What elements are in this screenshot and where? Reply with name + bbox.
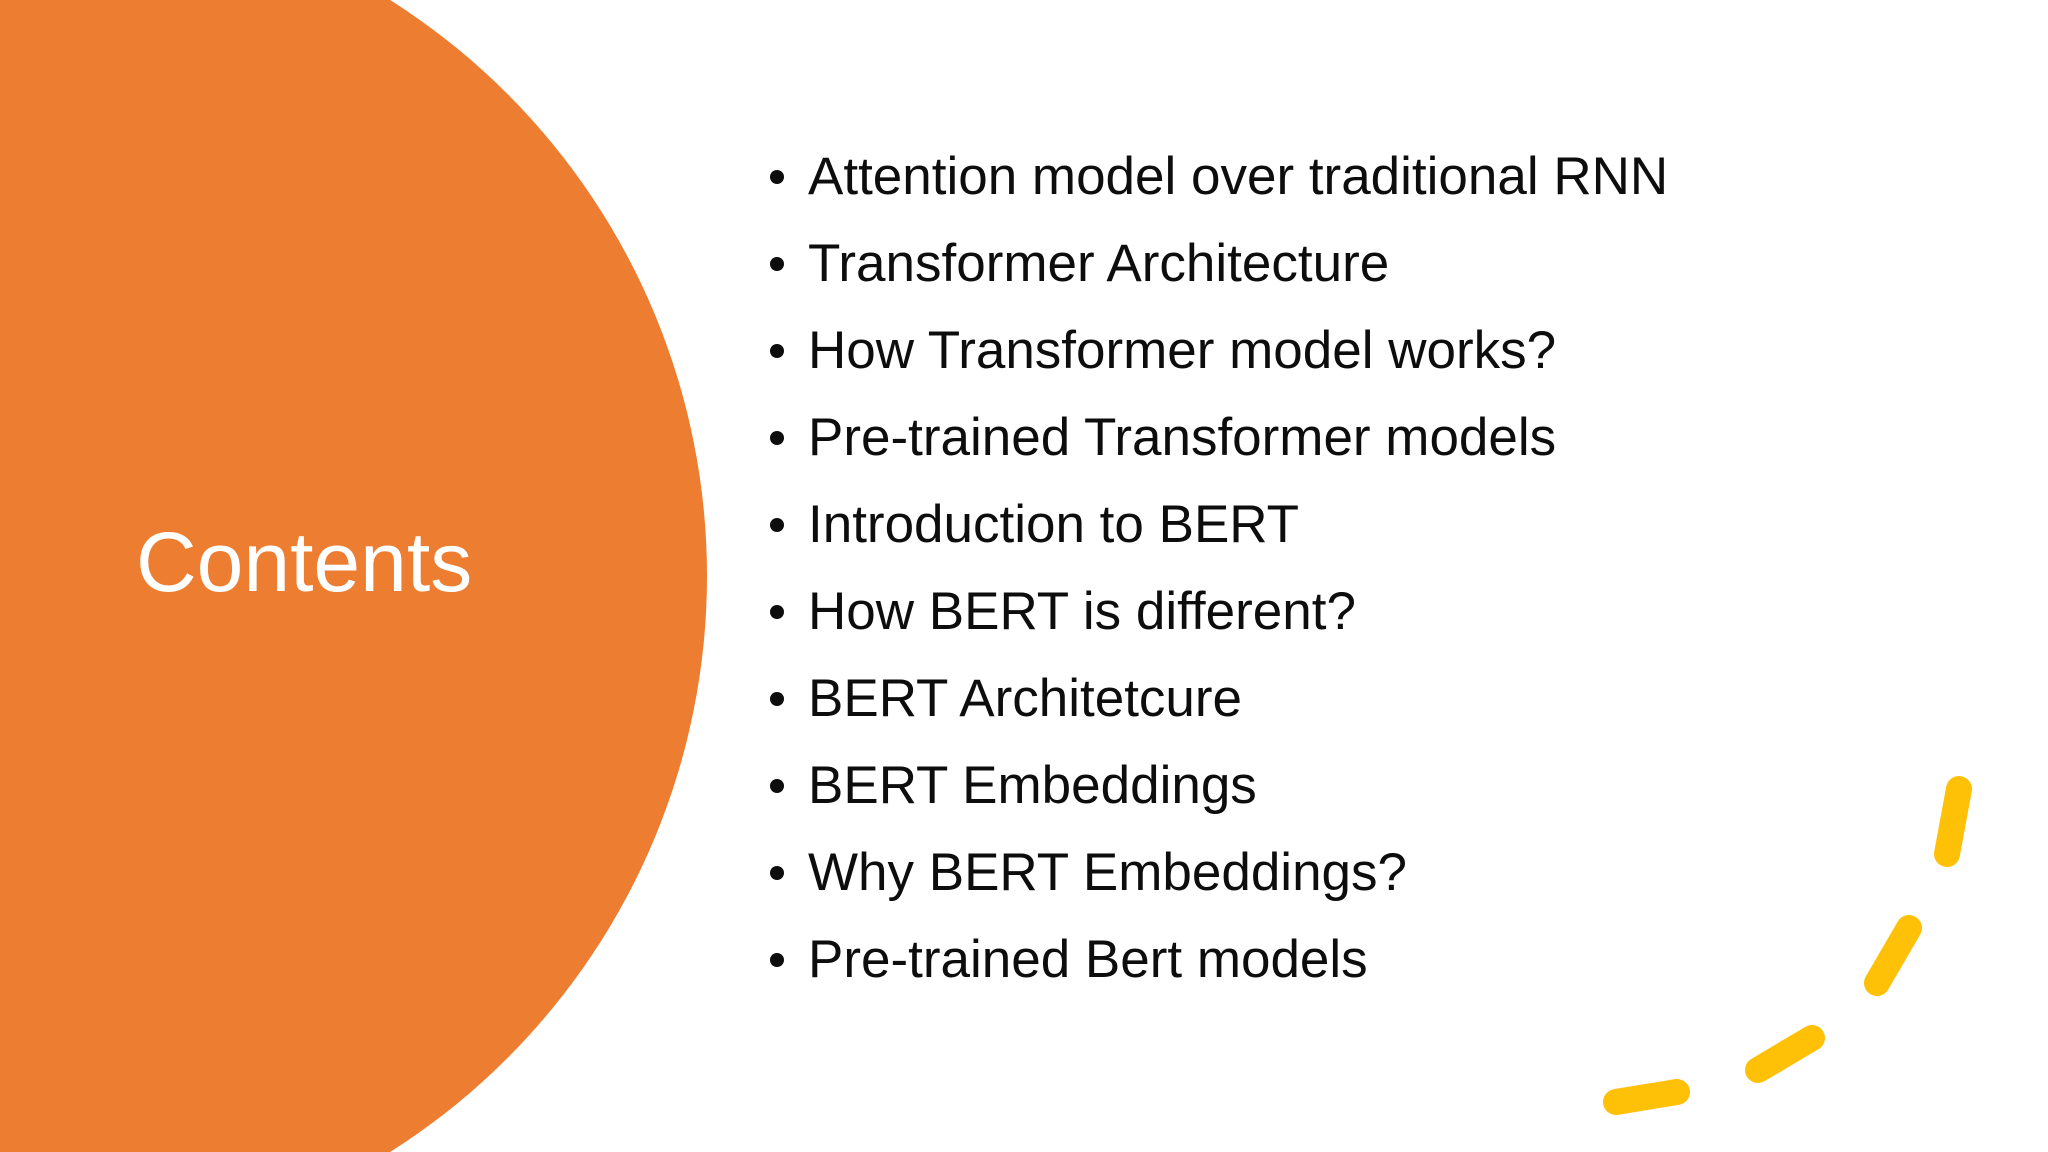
- bullet-dot: [770, 865, 784, 880]
- list-item-label: Attention model over traditional RNN: [808, 147, 1669, 206]
- list-item: BERT Architetcure: [770, 655, 1970, 742]
- curve-dash-2: [1745, 1025, 1825, 1083]
- bullet-dot: [770, 952, 784, 967]
- list-item-label: Why BERT Embeddings?: [808, 843, 1407, 902]
- list-item-label: Transformer Architecture: [808, 234, 1390, 293]
- curve-dash-1: [1603, 1079, 1690, 1115]
- bullet-dot: [770, 604, 784, 619]
- bullet-dot: [770, 430, 784, 445]
- bullet-dot: [770, 256, 784, 271]
- list-item-label: Pre-trained Bert models: [808, 930, 1368, 989]
- list-item-label: How Transformer model works?: [808, 321, 1557, 380]
- list-item: Pre-trained Bert models: [770, 916, 1970, 1003]
- list-item: How BERT is different?: [770, 568, 1970, 655]
- list-item-label: BERT Architetcure: [808, 669, 1243, 728]
- list-item: Transformer Architecture: [770, 220, 1970, 307]
- bullet-dot: [770, 343, 784, 358]
- slide-title: Contents: [136, 515, 473, 609]
- list-item: Why BERT Embeddings?: [770, 829, 1970, 916]
- bullet-dot: [770, 517, 784, 532]
- list-item: How Transformer model works?: [770, 307, 1970, 394]
- list-item: Pre-trained Transformer models: [770, 394, 1970, 481]
- bullet-dot: [770, 691, 784, 706]
- list-item-label: Introduction to BERT: [808, 495, 1300, 554]
- list-item: BERT Embeddings: [770, 742, 1970, 829]
- contents-list: Attention model over traditional RNN Tran…: [770, 133, 1970, 1003]
- list-item-label: Pre-trained Transformer models: [808, 408, 1557, 467]
- list-item: Attention model over traditional RNN: [770, 133, 1970, 220]
- list-item-label: How BERT is different?: [808, 582, 1356, 641]
- bullet-dot: [770, 778, 784, 793]
- list-item-label: BERT Embeddings: [808, 756, 1257, 815]
- list-item: Introduction to BERT: [770, 481, 1970, 568]
- bullet-dot: [770, 169, 784, 184]
